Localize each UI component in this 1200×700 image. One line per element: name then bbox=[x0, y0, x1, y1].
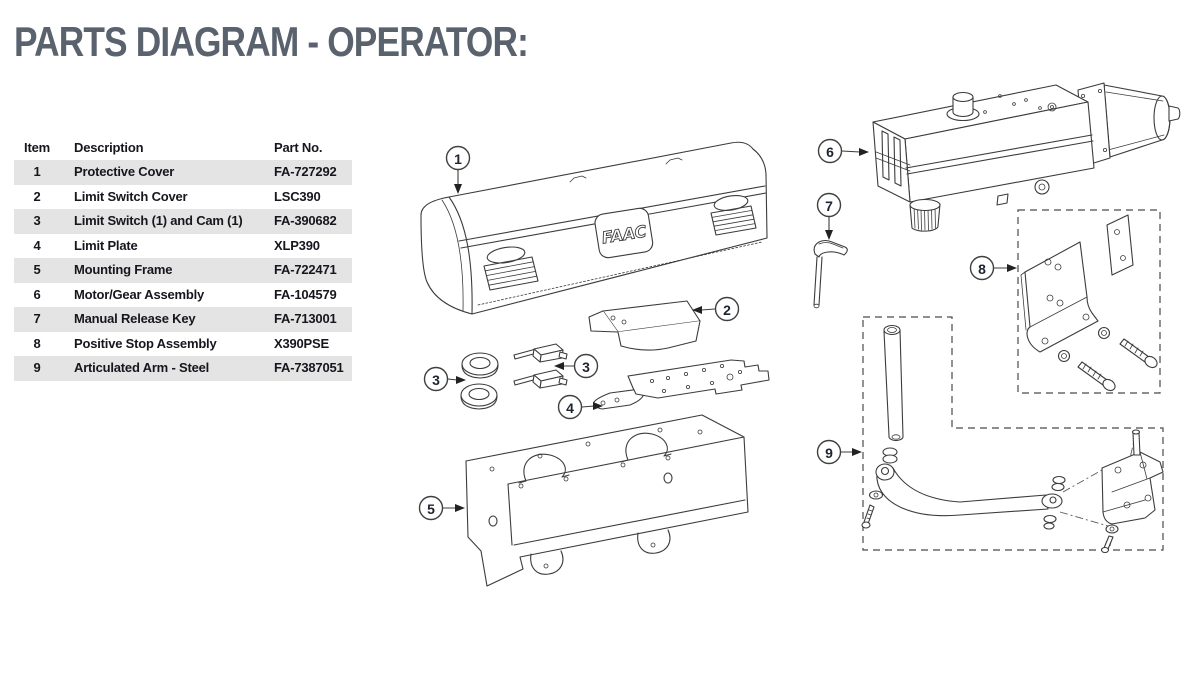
table-row: 4 Limit Plate XLP390 bbox=[14, 234, 352, 259]
callout-3-right: 3 bbox=[554, 353, 599, 379]
cell-item: 7 bbox=[33, 311, 41, 326]
cell-part-no: FA-104579 bbox=[274, 286, 337, 302]
callout-6: 6 bbox=[817, 138, 869, 164]
cell-part-no: LSC390 bbox=[274, 188, 321, 204]
page-title: PARTS DIAGRAM - OPERATOR: bbox=[14, 18, 529, 65]
svg-text:3: 3 bbox=[582, 359, 590, 375]
callout-2: 2 bbox=[692, 296, 740, 322]
cell-item: 8 bbox=[33, 335, 41, 351]
parts-table: Item Description Part No. 1 Protective C… bbox=[14, 136, 352, 381]
col-header-item: Item bbox=[24, 140, 50, 155]
cell-item: 2 bbox=[33, 188, 41, 204]
table-row: 2 Limit Switch Cover LSC390 bbox=[14, 185, 352, 210]
svg-text:5: 5 bbox=[427, 501, 435, 517]
callout-8: 8 bbox=[969, 255, 1017, 281]
limit-switches-drawing bbox=[513, 343, 568, 389]
cell-item: 6 bbox=[33, 286, 41, 302]
callout-7: 7 bbox=[816, 192, 842, 240]
cell-part-no: FA-713001 bbox=[274, 311, 337, 326]
cell-description: Limit Plate bbox=[74, 237, 138, 253]
protective-cover-drawing: FAAC bbox=[420, 141, 768, 315]
mounting-frame-drawing bbox=[465, 414, 749, 587]
limit-plate-drawing bbox=[593, 359, 770, 410]
svg-text:6: 6 bbox=[826, 144, 834, 160]
cell-part-no: XLP390 bbox=[274, 237, 320, 253]
callout-4: 4 bbox=[557, 394, 603, 420]
cell-part-no: X390PSE bbox=[274, 335, 329, 351]
cell-description: Limit Switch Cover bbox=[74, 188, 188, 204]
cell-part-no: FA-727292 bbox=[274, 164, 337, 179]
cell-item: 1 bbox=[33, 164, 41, 179]
table-row: 3 Limit Switch (1) and Cam (1) FA-390682 bbox=[14, 209, 352, 234]
svg-text:3: 3 bbox=[432, 372, 440, 388]
manual-release-key-drawing bbox=[813, 239, 848, 309]
cell-description: Manual Release Key bbox=[74, 311, 196, 326]
motor-gear-assembly-drawing bbox=[872, 82, 1181, 232]
cell-part-no: FA-722471 bbox=[274, 262, 337, 277]
parts-table-header: Item Description Part No. bbox=[14, 136, 352, 160]
col-header-part-no: Part No. bbox=[274, 140, 323, 155]
cell-description: Protective Cover bbox=[74, 164, 175, 179]
svg-text:2: 2 bbox=[723, 302, 731, 318]
cell-description: Positive Stop Assembly bbox=[74, 335, 217, 351]
parts-table-rows: 1 Protective Cover FA-727292 2 Limit Swi… bbox=[14, 160, 352, 381]
svg-text:9: 9 bbox=[825, 445, 833, 461]
callout-3-left: 3 bbox=[423, 366, 466, 392]
table-row: 1 Protective Cover FA-727292 bbox=[14, 160, 352, 185]
cell-description: Articulated Arm - Steel bbox=[74, 360, 210, 375]
cell-part-no: FA-7387051 bbox=[274, 360, 344, 375]
callout-5: 5 bbox=[418, 495, 465, 521]
positive-stop-assembly-drawing bbox=[1017, 209, 1161, 394]
table-row: 7 Manual Release Key FA-713001 bbox=[14, 307, 352, 332]
cell-description: Motor/Gear Assembly bbox=[74, 286, 205, 302]
svg-text:7: 7 bbox=[825, 198, 833, 214]
svg-text:4: 4 bbox=[566, 400, 574, 416]
limit-switch-cover-drawing bbox=[588, 300, 701, 351]
table-row: 8 Positive Stop Assembly X390PSE bbox=[14, 332, 352, 357]
cell-description: Limit Switch (1) and Cam (1) bbox=[74, 213, 243, 228]
faac-logo: FAAC bbox=[594, 207, 654, 259]
cell-description: Mounting Frame bbox=[74, 262, 173, 277]
cell-part-no: FA-390682 bbox=[274, 213, 337, 228]
svg-text:8: 8 bbox=[978, 261, 986, 277]
articulated-arm-drawing bbox=[861, 316, 1164, 554]
cell-item: 3 bbox=[33, 213, 41, 228]
table-row: 9 Articulated Arm - Steel FA-7387051 bbox=[14, 356, 352, 381]
cam-rings-drawing bbox=[460, 352, 499, 410]
cell-item: 9 bbox=[33, 360, 41, 375]
callout-1: 1 bbox=[445, 145, 471, 194]
cell-item: 5 bbox=[33, 262, 41, 277]
col-header-description: Description bbox=[74, 140, 144, 155]
callout-9: 9 bbox=[816, 439, 862, 465]
table-row: 5 Mounting Frame FA-722471 bbox=[14, 258, 352, 283]
table-row: 6 Motor/Gear Assembly FA-104579 bbox=[14, 283, 352, 308]
svg-text:1: 1 bbox=[454, 151, 462, 167]
cell-item: 4 bbox=[33, 237, 41, 253]
